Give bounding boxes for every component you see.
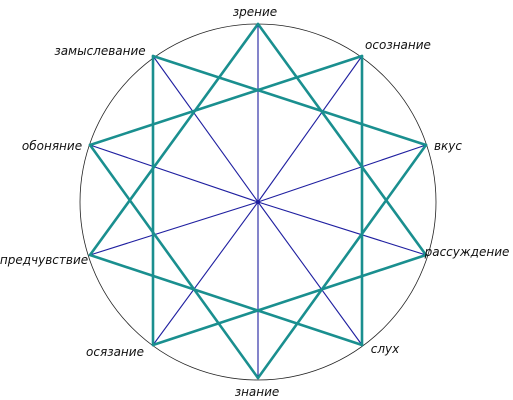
node-label-hearing: слух xyxy=(371,342,400,356)
node-label-vision: зрение xyxy=(233,5,277,19)
node-label-premonition: предчувствие xyxy=(0,253,88,267)
star-edge-5 xyxy=(88,143,260,380)
spoke-line-4 xyxy=(257,201,363,346)
spoke-line-1 xyxy=(257,55,363,203)
node-label-reasoning: рассуждение xyxy=(424,245,510,259)
star-edge-8 xyxy=(88,54,364,147)
node-label-taste: вкус xyxy=(434,139,462,153)
center-spokes xyxy=(89,24,427,378)
center-point xyxy=(256,200,260,204)
star-edge-3 xyxy=(151,253,428,347)
node-label-knowledge: знание xyxy=(235,385,280,399)
spoke-line-3 xyxy=(257,201,427,256)
node-label-conceiving: замыслевание xyxy=(54,44,145,58)
spoke-line-2 xyxy=(257,144,427,203)
spoke-line-6 xyxy=(152,201,259,346)
star-edge-7 xyxy=(88,22,260,257)
star-edge-2 xyxy=(256,143,428,380)
decagram-star xyxy=(88,22,428,380)
node-label-awareness: осознание xyxy=(365,38,431,52)
node-label-touch: осязание xyxy=(86,345,144,359)
spoke-line-8 xyxy=(89,144,259,203)
star-edge-0 xyxy=(256,22,428,257)
node-label-smell: обоняние xyxy=(22,139,82,153)
spoke-line-7 xyxy=(89,201,259,256)
star-edge-4 xyxy=(88,253,364,347)
spoke-line-9 xyxy=(152,55,259,203)
star-edge-9 xyxy=(151,54,428,147)
